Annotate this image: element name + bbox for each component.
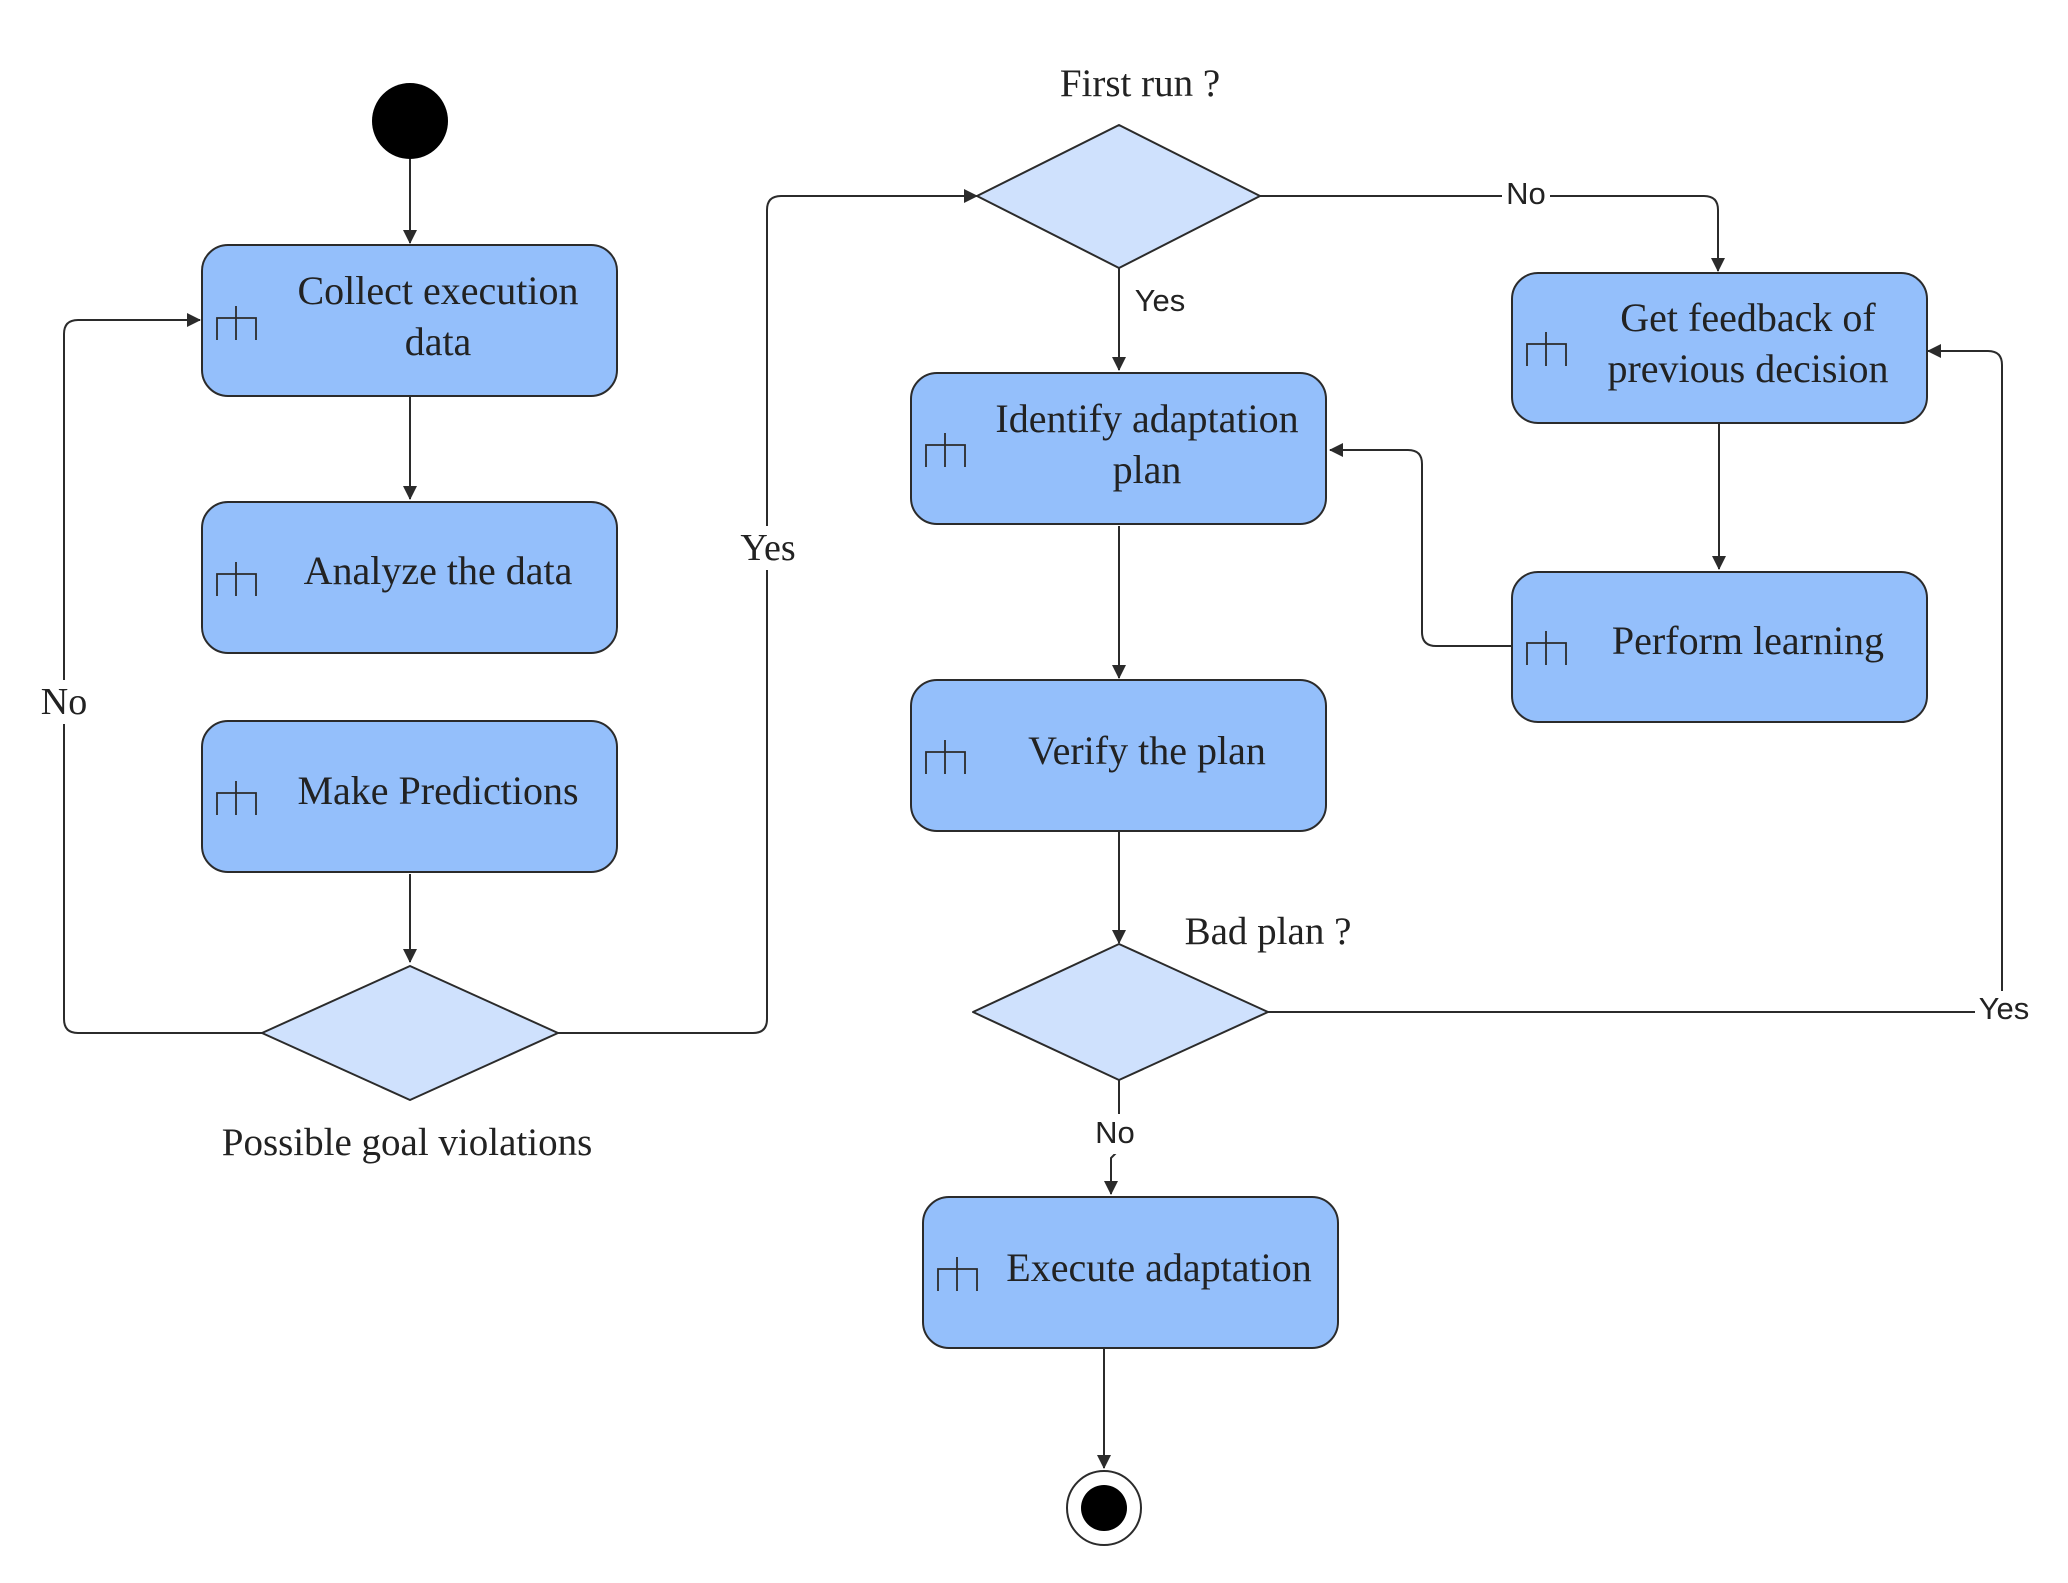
svg-text:No: No	[1095, 1115, 1135, 1150]
activity-execute-adaptation: Execute adaptation	[922, 1196, 1339, 1349]
decision-label-first-run: First run ?	[1060, 62, 1220, 105]
activity-verify-the-plan: Verify the plan	[910, 679, 1327, 832]
decision-goal-violations	[261, 965, 559, 1101]
svg-text:Yes: Yes	[1979, 991, 2030, 1026]
edge-goal-yes-to-first-run	[558, 189, 978, 1034]
subactivity-rake-icon	[925, 740, 966, 774]
edge-label-goal-no: No	[36, 680, 92, 724]
subactivity-rake-icon	[1526, 631, 1567, 665]
decision-first-run	[976, 124, 1261, 269]
activity-label: Verify the plan	[1028, 728, 1266, 773]
subactivity-rake-icon	[1526, 332, 1567, 366]
subactivity-rake-icon	[216, 562, 257, 596]
edge-label-first-run-no: No	[1502, 176, 1550, 216]
subactivity-rake-icon	[216, 306, 257, 340]
subactivity-rake-icon	[925, 433, 966, 467]
activity-collect-execution-data: Collect execution data	[201, 244, 618, 397]
subactivity-rake-icon	[216, 781, 257, 815]
activity-identify-adaptation-plan: Identify adaptation plan	[910, 372, 1327, 525]
start-node	[372, 83, 448, 159]
activity-label: Get feedback of	[1620, 295, 1876, 340]
edge-label-goal-yes: Yes	[735, 526, 799, 570]
activity-label: Identify adaptation	[995, 396, 1298, 441]
edge-label-bad-plan-yes: Yes	[1975, 991, 2033, 1031]
edge-learning-to-identify	[1329, 443, 1512, 647]
edge-first-run-no-to-feedback	[1260, 195, 1725, 272]
activity-perform-learning: Perform learning	[1511, 571, 1928, 723]
activity-label: Analyze the data	[304, 548, 573, 593]
activity-label: Execute adaptation	[1006, 1245, 1311, 1290]
activity-label: plan	[1113, 447, 1182, 492]
subactivity-rake-icon	[937, 1257, 978, 1291]
end-node	[1066, 1470, 1142, 1546]
activity-make-predictions: Make Predictions	[201, 720, 618, 873]
activity-label: Perform learning	[1612, 618, 1884, 663]
svg-text:Yes: Yes	[740, 527, 795, 569]
svg-text:No: No	[1506, 176, 1546, 211]
activity-label: Make Predictions	[297, 768, 578, 813]
svg-text:No: No	[41, 681, 87, 723]
decision-label-goal-violations: Possible goal violations	[222, 1121, 593, 1164]
edge-label-bad-plan-no: No	[1092, 1114, 1142, 1154]
edge-label-first-run-yes: Yes	[1130, 280, 1190, 320]
activity-analyze-the-data: Analyze the data	[201, 501, 618, 654]
activity-label: Collect execution	[297, 268, 578, 313]
decision-label-bad-plan: Bad plan ?	[1185, 910, 1352, 953]
activity-get-feedback: Get feedback of previous decision	[1511, 272, 1928, 424]
svg-text:Yes: Yes	[1135, 283, 1186, 318]
edge-goal-no-to-collect	[63, 313, 262, 1034]
activity-label: previous decision	[1607, 346, 1888, 391]
decision-bad-plan	[972, 943, 1269, 1081]
activity-label: data	[405, 319, 472, 364]
